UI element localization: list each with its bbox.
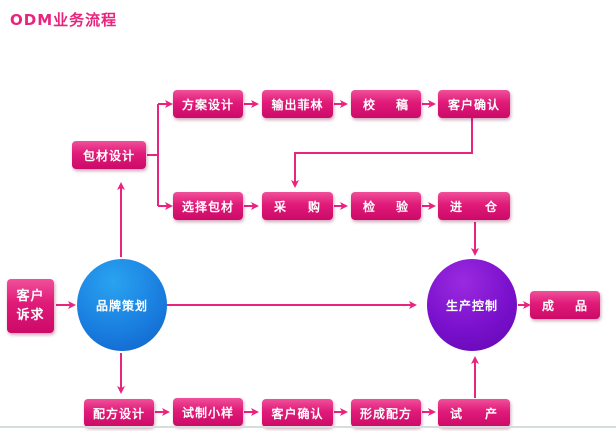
- select-packaging-box[interactable]: 选择包材: [173, 192, 243, 220]
- purchase-char1: 采: [274, 199, 288, 214]
- scheme-design-label: 方案设计: [181, 97, 234, 112]
- inspect-char1: 检: [363, 199, 377, 214]
- customer-confirm-top-box[interactable]: 客户确认: [438, 90, 510, 118]
- proofread-char2: 稿: [395, 97, 409, 112]
- brand-planning-label: 品牌策划: [95, 298, 148, 313]
- proofread-char1: 校: [363, 97, 377, 112]
- customer-confirm-bottom-box[interactable]: 客户确认: [262, 399, 333, 427]
- trial-sample-label: 试制小样: [181, 405, 234, 420]
- proofread-box[interactable]: 校 稿: [351, 90, 421, 118]
- bottom-divider: [0, 426, 616, 428]
- finished-product-char1: 成: [542, 298, 556, 313]
- trial-sample-box[interactable]: 试制小样: [173, 398, 243, 426]
- customer-request-line1: 客户: [16, 289, 45, 304]
- arrow-confirm-to-purchase: [291, 118, 473, 188]
- inspect-char2: 验: [395, 199, 409, 214]
- customer-request-box[interactable]: 客户 诉求: [7, 279, 54, 333]
- customer-confirm-bottom-label: 客户确认: [271, 406, 324, 421]
- packaging-design-label: 包材设计: [82, 148, 135, 163]
- finished-product-box[interactable]: 成 品: [530, 291, 600, 319]
- formula-design-box[interactable]: 配方设计: [84, 399, 154, 427]
- purchase-char2: 购: [307, 199, 321, 214]
- warehouse-box[interactable]: 进 仓: [438, 192, 510, 220]
- select-packaging-label: 选择包材: [181, 199, 234, 214]
- formula-formed-box[interactable]: 形成配方: [351, 399, 421, 427]
- packaging-design-box[interactable]: 包材设计: [72, 141, 146, 169]
- trial-production-box[interactable]: 试 产: [438, 399, 510, 427]
- inspect-box[interactable]: 检 验: [351, 192, 421, 220]
- output-film-label: 输出菲林: [271, 97, 324, 112]
- formula-design-label: 配方设计: [92, 406, 145, 421]
- production-control-circle[interactable]: 生产控制: [427, 259, 517, 351]
- warehouse-char1: 进: [450, 199, 464, 214]
- customer-request-line2: 诉求: [16, 308, 45, 323]
- page-title: ODM业务流程: [10, 11, 118, 29]
- trial-production-char1: 试: [450, 406, 464, 421]
- production-control-label: 生产控制: [445, 298, 498, 313]
- formula-formed-label: 形成配方: [359, 406, 412, 421]
- finished-product-char2: 品: [574, 298, 588, 313]
- output-film-box[interactable]: 输出菲林: [262, 90, 333, 118]
- warehouse-char2: 仓: [484, 199, 498, 214]
- brand-planning-circle[interactable]: 品牌策划: [77, 259, 167, 351]
- purchase-box[interactable]: 采 购: [262, 192, 333, 220]
- customer-confirm-top-label: 客户确认: [447, 97, 500, 112]
- trial-production-char2: 产: [484, 406, 498, 421]
- scheme-design-box[interactable]: 方案设计: [173, 90, 243, 118]
